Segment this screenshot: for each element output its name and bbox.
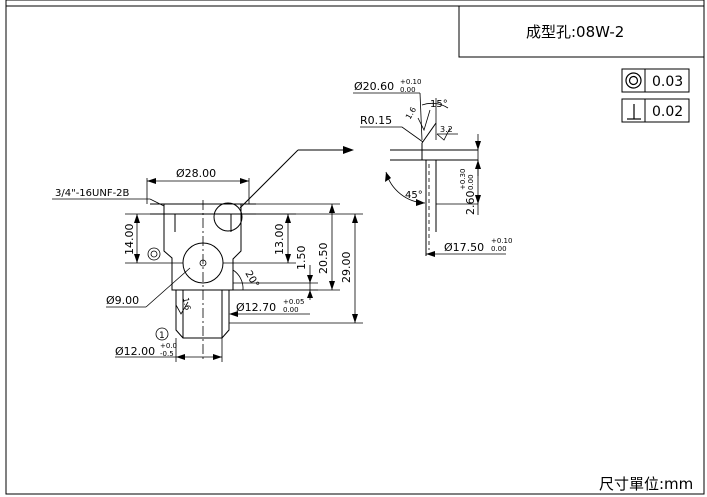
dim-angle20-label: 20° bbox=[242, 269, 260, 290]
sheet-border bbox=[5, 0, 705, 495]
perpendicularity-value: 0.02 bbox=[652, 104, 683, 120]
dim-d12-label: Ø12.00 bbox=[115, 345, 155, 358]
dim-d28 bbox=[146, 178, 250, 204]
surface-16-label: 1.6 bbox=[181, 297, 192, 311]
dim-h14-label: 14.00 bbox=[123, 224, 136, 256]
title-block bbox=[458, 5, 705, 58]
dim-d1270-tol-up: +0.05 bbox=[283, 298, 304, 306]
unit-note: 尺寸單位:mm bbox=[599, 475, 693, 493]
detail-h260-label: 2.60 bbox=[464, 191, 477, 216]
dim-d12-tol-up: +0.0 bbox=[160, 342, 177, 350]
concentricity-value: 0.03 bbox=[652, 74, 683, 90]
detail-d2060-tol-up: +0.10 bbox=[400, 78, 421, 86]
detail-d1750-tol-up: +0.10 bbox=[491, 237, 512, 245]
detail-d1750-label: Ø17.50 bbox=[444, 241, 484, 254]
part-label: 成型孔:08W-2 bbox=[526, 23, 624, 41]
detail-angle45-label: 45° bbox=[405, 190, 423, 201]
detail-tol030-up: +0.30 bbox=[459, 169, 467, 190]
detail-view bbox=[390, 122, 478, 256]
detail-tol030-dn: 0.00 bbox=[467, 174, 475, 190]
detail-angle15-label: 15° bbox=[430, 99, 448, 110]
dim-d12-tol-dn: -0.5 bbox=[160, 350, 174, 358]
detail-d2060-label: Ø20.60 bbox=[354, 80, 394, 93]
leader-arrow bbox=[343, 146, 354, 154]
dim-d1270-tol-dn: 0.00 bbox=[283, 306, 299, 314]
note-circle-label: 1 bbox=[159, 331, 165, 341]
dim-h2050-label: 20.50 bbox=[317, 243, 330, 275]
part-view bbox=[150, 149, 345, 360]
detail-surface16-label: 1.6 bbox=[404, 105, 418, 121]
concentricity-frame: 0.03 bbox=[621, 68, 690, 93]
detail-d2060-tol-dn: 0.00 bbox=[400, 86, 416, 94]
dim-d9-label: Ø9.00 bbox=[106, 294, 139, 307]
concentricity-icon bbox=[625, 72, 642, 89]
detail-d1750-tol-dn: 0.00 bbox=[491, 245, 507, 253]
dim-h150-label: 1.50 bbox=[295, 246, 308, 271]
thread-label: 3/4"-16UNF-2B bbox=[55, 188, 130, 199]
detail-surface32-label: 3.2 bbox=[440, 125, 453, 134]
detail-r015-label: R0.15 bbox=[360, 114, 392, 127]
dim-h13-label: 13.00 bbox=[273, 224, 286, 256]
dim-h29-label: 29.00 bbox=[340, 252, 353, 284]
dim-d1270-label: Ø12.70 bbox=[236, 301, 276, 314]
dim-d28-label: Ø28.00 bbox=[176, 167, 216, 180]
perpendicularity-frame: 0.02 bbox=[621, 98, 690, 123]
